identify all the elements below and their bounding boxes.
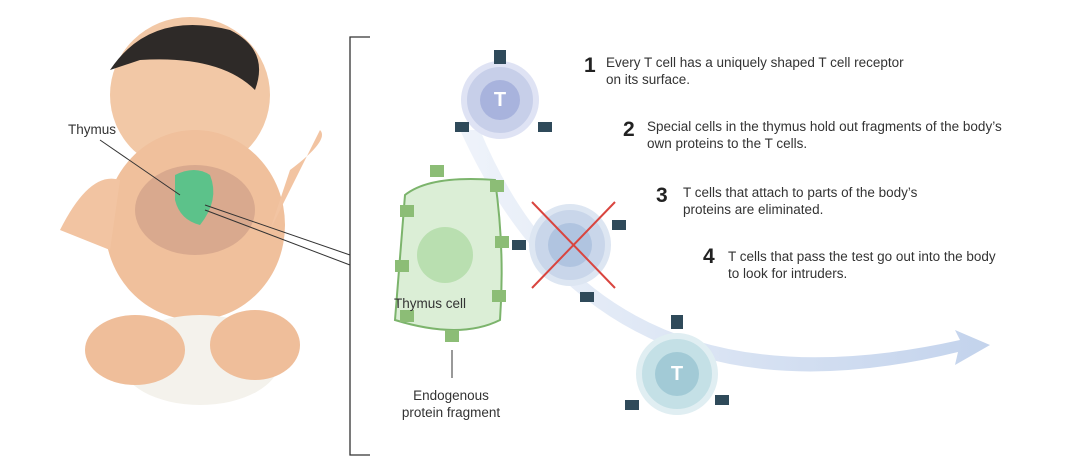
t-cell-2 <box>625 315 729 415</box>
step-number: 2 <box>623 118 635 141</box>
step-number: 3 <box>656 184 668 207</box>
step-text: Every T cell has a uniquely shaped T cel… <box>606 55 904 87</box>
step-number: 4 <box>703 245 715 268</box>
t-cell-1 <box>455 50 552 139</box>
step-text: T cells that attach to parts of the body… <box>683 185 918 217</box>
step-text: T cells that pass the test go out into t… <box>728 249 996 281</box>
fragment-label: Endogenous protein fragment <box>401 388 501 420</box>
step-text: Special cells in the thymus hold out fra… <box>647 119 1002 151</box>
t-label-1: T <box>493 89 507 111</box>
baby-illustration <box>60 17 351 405</box>
thymus-cell-label: Thymus cell <box>394 296 467 311</box>
thymus-nucleus <box>417 227 473 283</box>
t-cell-eliminated <box>512 201 626 302</box>
flow-arrow <box>460 130 990 372</box>
t-label-2: T <box>670 363 684 385</box>
step-number: 1 <box>584 54 596 77</box>
thymus-organ <box>175 170 214 225</box>
protein-fragments <box>395 165 509 342</box>
thymus-label: Thymus <box>68 122 117 137</box>
bracket <box>349 36 370 456</box>
